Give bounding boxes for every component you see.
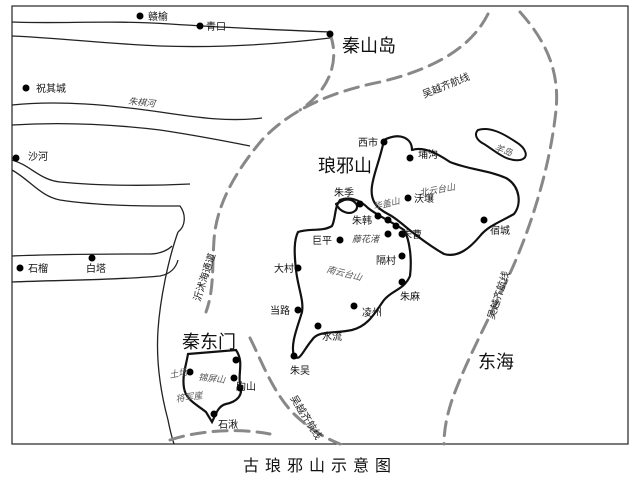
west-shore	[156, 231, 179, 445]
region-donghai: 东海	[478, 352, 514, 373]
dot-lingzhou	[350, 302, 358, 310]
route-outer	[442, 10, 559, 446]
region-qinshandao: 秦山岛	[342, 36, 396, 57]
sea-routes	[168, 10, 559, 446]
label-beiyuntaishan: 北云台山	[419, 182, 457, 199]
label-woran: 沃壤	[414, 192, 434, 205]
label-pugou: 埔沟	[418, 148, 438, 161]
route-label-1: 吴越齐航线	[420, 70, 471, 101]
baita-upper	[11, 245, 173, 257]
dot-geicun	[398, 252, 406, 260]
map-frame	[11, 5, 629, 445]
label-tuchang: 土场	[169, 367, 190, 381]
dot-zhucao-b	[392, 222, 400, 230]
label-shiqiu: 石湫	[218, 419, 238, 431]
label-dacun: 大村	[274, 262, 294, 275]
label-jingshan: 锦屏山	[198, 372, 227, 386]
zhuqihe-upper	[11, 102, 263, 121]
region-qindongmen: 秦东门	[182, 332, 236, 353]
dot-zhucao-c	[384, 230, 392, 238]
dot-dacun	[294, 264, 302, 272]
dot-zhuwu	[290, 352, 298, 360]
dot-woran	[404, 194, 412, 202]
dot-zhucao-a	[384, 216, 392, 224]
route-south	[248, 336, 342, 446]
dot-qushan	[230, 374, 238, 382]
dot-zhuji	[356, 200, 364, 208]
dot-qdm-e	[236, 384, 244, 392]
label-jiangjunya: 将军崖	[175, 390, 204, 405]
dot-pugou	[406, 154, 414, 162]
label-xishi: 西市	[358, 136, 378, 149]
shahe-upper	[11, 159, 191, 186]
label-shahe: 沙河	[28, 151, 48, 163]
label-zhuhan: 朱韩	[352, 214, 372, 227]
yangdao-island	[475, 128, 527, 162]
route-label-2: 吴越齐航线	[484, 269, 512, 321]
dot-shiqiu	[210, 410, 218, 418]
label-zhucao: 朱曹	[402, 228, 422, 241]
map-caption: 古琅邪山示意图	[242, 456, 397, 475]
label-juping: 巨平	[312, 235, 332, 247]
zhuqihe-lower	[11, 122, 251, 147]
route-inner	[298, 32, 336, 112]
dot-zhuma	[398, 278, 406, 286]
north-coast-lower	[11, 35, 331, 48]
label-zhuwu: 朱吴	[290, 365, 310, 377]
dot-juping	[336, 236, 344, 244]
dot-shiliu	[16, 264, 24, 272]
route-label-yishu: 沂沭海通道	[190, 251, 218, 303]
label-huagaishan: 华盖山	[372, 195, 402, 212]
dot-qdm-ne	[232, 356, 240, 364]
dot-sucheng	[480, 216, 488, 224]
label-qushan: 朐山	[236, 380, 256, 393]
label-danglu: 当路	[270, 304, 290, 317]
dot-baita	[88, 254, 96, 262]
label-zhuqicheng: 祝其城	[36, 82, 66, 95]
dot-zhucao-d	[398, 230, 406, 238]
label-zhuqihe: 朱棋河	[128, 96, 158, 110]
route-label-3: 吴越齐航线	[287, 393, 325, 442]
place-dots	[12, 12, 488, 418]
baita-lower	[11, 259, 179, 283]
label-shiliu: 石榴	[28, 262, 48, 275]
langya-south-part	[291, 197, 412, 359]
north-coast-upper	[11, 21, 331, 33]
langya-west-peninsula	[334, 198, 359, 214]
langya-north-part	[370, 135, 520, 256]
dot-xishi	[380, 138, 388, 146]
label-zhuji: 朱季	[334, 187, 354, 199]
label-lingzhou: 凌州	[362, 306, 382, 319]
dot-qdm-w	[186, 368, 194, 376]
region-langyashan: 琅邪山	[318, 156, 372, 177]
dot-zhuqicheng	[22, 84, 30, 92]
dot-qingkou	[196, 22, 204, 30]
label-sucheng: 宿城	[490, 224, 510, 237]
label-tenghuazhu: 藤花渚	[352, 234, 381, 245]
coastlines	[11, 21, 331, 445]
label-geicun: 隔村	[376, 254, 396, 267]
route-bottom	[168, 429, 272, 442]
shahe-lower	[11, 169, 185, 233]
qindongmen-outline	[182, 348, 243, 425]
dot-shahe	[12, 154, 20, 162]
dot-shuiliu	[314, 322, 322, 330]
langya-island	[291, 135, 520, 359]
label-shuiliu: 水流	[322, 330, 342, 343]
dot-zhuhan	[374, 212, 382, 220]
dot-qinshandao	[326, 30, 334, 38]
label-zhuma: 朱麻	[400, 290, 420, 303]
label-ganyu: 赣榆	[148, 10, 168, 23]
label-qingkou: 青口	[206, 20, 226, 33]
route-mid	[204, 12, 490, 314]
label-nanyuntaishan: 南云台山	[325, 264, 364, 284]
dot-ganyu	[136, 12, 144, 20]
dot-danglu	[294, 306, 302, 314]
label-baita: 白塔	[86, 262, 106, 275]
